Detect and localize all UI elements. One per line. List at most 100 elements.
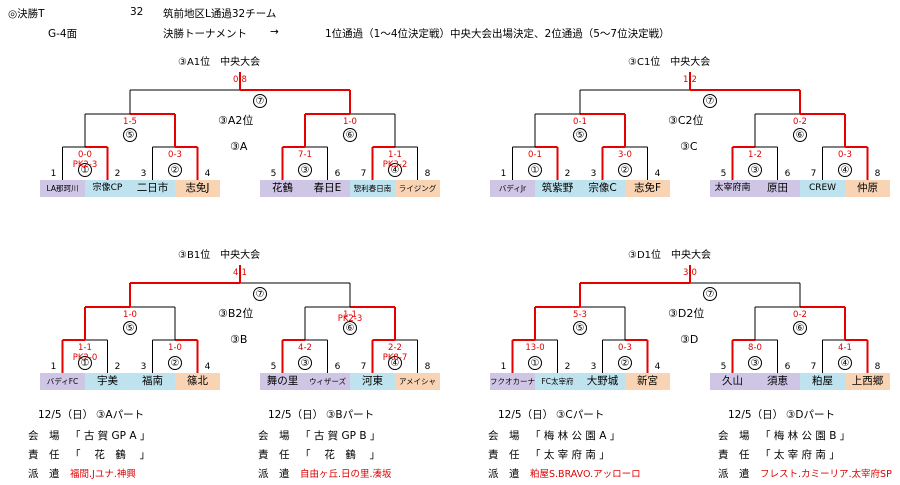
- second-place-label: ③A2位: [218, 114, 254, 127]
- team-box: CREW: [800, 180, 845, 197]
- first-place-label: ③D1位 中央大会: [628, 250, 712, 261]
- match-score: 5-3: [573, 310, 587, 320]
- match-score: 0-1: [573, 117, 587, 127]
- match-number: ④: [838, 356, 852, 370]
- header-note: 1位通過（1～4位決定戦）中央大会出場決定、2位通過（5～7位決定戦）: [325, 28, 670, 40]
- match-number: ⑤: [573, 321, 587, 335]
- team-box: 新宮: [625, 373, 670, 390]
- match-number: ②: [618, 356, 632, 370]
- match-score: 4-2: [298, 343, 312, 353]
- responsible-value: 「 花 鶴 」: [70, 449, 151, 461]
- group-label: ③A: [230, 140, 248, 153]
- dispatch-label: 派 遣: [718, 468, 750, 480]
- seed-number: 8: [874, 169, 881, 179]
- match-number: ⑥: [343, 128, 357, 142]
- seed-number: 1: [500, 169, 507, 179]
- responsible-value: 「 花 鶴 」: [300, 449, 381, 461]
- match-score: 0-3: [168, 150, 182, 160]
- match-number: ④: [838, 163, 852, 177]
- match-score: 1-0: [123, 310, 137, 320]
- venue-value: 「 梅 林 公 園 B 」: [760, 430, 851, 442]
- match-score: 4-1: [838, 343, 852, 353]
- match-number: ⑥: [343, 321, 357, 335]
- team-box: 河東: [350, 373, 395, 390]
- first-place-label: ③A1位 中央大会: [178, 57, 261, 68]
- dispatch-value: 福間.Jユナ.神興: [70, 469, 136, 480]
- seed-number: 4: [654, 169, 661, 179]
- first-place-label: ③C1位 中央大会: [628, 57, 711, 68]
- dispatch-value: フレスト.カミーリア.太宰府SP: [760, 469, 892, 480]
- match-number: ③: [298, 356, 312, 370]
- match-score: 0-2: [793, 117, 807, 127]
- match-number: ⑥: [793, 321, 807, 335]
- second-place-label: ③C2位: [668, 114, 704, 127]
- match-score: 3-0: [618, 150, 632, 160]
- team-box: アメイシャ: [395, 373, 440, 390]
- venue-value: 「 古 賀 GP A 」: [70, 430, 151, 442]
- seed-number: 7: [360, 362, 367, 372]
- match-number: ⑦: [703, 94, 717, 108]
- team-box: LA那珂川: [40, 180, 85, 197]
- seed-number: 3: [140, 169, 147, 179]
- team-box: 福南: [130, 373, 175, 390]
- match-number: ③: [748, 356, 762, 370]
- team-box: 春日E: [305, 180, 350, 197]
- match-number: ①: [528, 163, 542, 177]
- team-box: 太宰府南: [710, 180, 755, 197]
- dispatch-label: 派 遣: [488, 468, 520, 480]
- team-box: 久山: [710, 373, 755, 390]
- team-box: ウィザーズ: [305, 373, 350, 390]
- match-score: 1-1: [78, 343, 92, 353]
- venue-label: 会 場: [28, 430, 60, 442]
- match-score: 0-1: [528, 150, 542, 160]
- part-date: 12/5（日）: [498, 409, 554, 421]
- match-number: ⑤: [123, 128, 137, 142]
- part-name: ③Bパート: [326, 409, 375, 421]
- seed-number: 2: [564, 169, 571, 179]
- match-number: ⑦: [253, 94, 267, 108]
- team-box: フクオカーナ: [490, 373, 535, 390]
- seed-number: 5: [270, 169, 277, 179]
- team-box: FC太宰府: [535, 373, 580, 390]
- team-box: 筑紫野: [535, 180, 580, 197]
- header-description: 筑前地区L通過32チーム: [163, 8, 277, 20]
- part-name: ③Cパート: [556, 409, 605, 421]
- venue-label: 会 場: [258, 430, 290, 442]
- part-name: ③Dパート: [786, 409, 835, 421]
- pk-score: PK8-7: [382, 353, 408, 363]
- team-box: 上西郷: [845, 373, 890, 390]
- pk-score: PK2-3: [72, 160, 98, 170]
- second-place-label: ③B2位: [218, 307, 254, 320]
- match-number: ①: [78, 356, 92, 370]
- match-score: 1-1: [343, 310, 357, 320]
- match-score: 0-8: [233, 75, 247, 85]
- seed-number: 3: [590, 169, 597, 179]
- match-score: 1-0: [168, 343, 182, 353]
- seed-number: 6: [784, 362, 791, 372]
- team-box: 粕屋: [800, 373, 845, 390]
- seed-number: 5: [270, 362, 277, 372]
- match-number: ⑥: [793, 128, 807, 142]
- part-date: 12/5（日）: [268, 409, 324, 421]
- match-score: 1-2: [683, 75, 697, 85]
- team-box: 志免F: [625, 180, 670, 197]
- part-name: ③Aパート: [96, 409, 145, 421]
- second-place-label: ③D2位: [668, 307, 705, 320]
- seed-number: 8: [424, 362, 431, 372]
- header-title: ◎決勝T: [8, 8, 45, 20]
- team-box: 花鶴: [260, 180, 305, 197]
- match-score: 1-1: [388, 150, 402, 160]
- match-score: 3-0: [683, 268, 697, 278]
- group-label: ③B: [230, 333, 248, 346]
- team-box: 須恵: [755, 373, 800, 390]
- pk-score: PK3-2: [382, 160, 408, 170]
- team-box: バディFC: [40, 373, 85, 390]
- match-score: 4-1: [233, 268, 247, 278]
- team-box: 舞の里: [260, 373, 305, 390]
- seed-number: 6: [784, 169, 791, 179]
- match-score: 2-2: [388, 343, 402, 353]
- match-number: ③: [298, 163, 312, 177]
- seed-number: 7: [810, 362, 817, 372]
- match-number: ①: [78, 163, 92, 177]
- seed-number: 6: [334, 362, 341, 372]
